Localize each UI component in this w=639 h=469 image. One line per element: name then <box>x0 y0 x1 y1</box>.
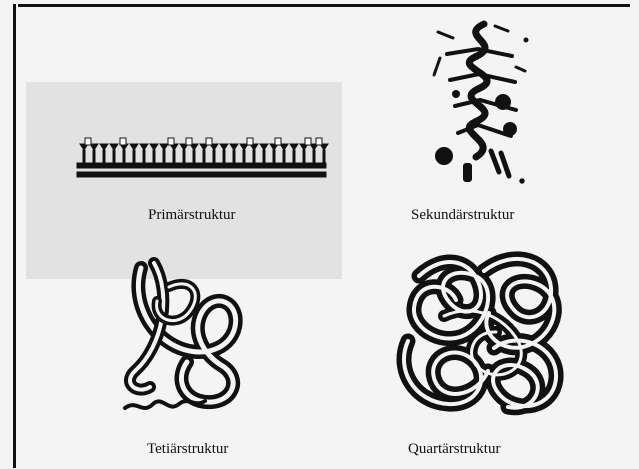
tertiary-structure-label: Tetiärstruktur <box>147 441 228 458</box>
primary-structure-label: Primärstruktur <box>148 207 236 224</box>
top-black-border <box>18 4 630 7</box>
primary-structure-chain-icon <box>77 136 337 186</box>
quaternary-structure-complex-icon <box>386 250 576 425</box>
left-black-border <box>13 4 16 468</box>
quaternary-structure-label: Quartärstruktur <box>408 441 500 458</box>
secondary-structure-helix-icon <box>420 18 535 193</box>
tertiary-structure-fold-icon <box>112 258 267 418</box>
secondary-structure-label: Sekundärstruktur <box>411 207 514 224</box>
